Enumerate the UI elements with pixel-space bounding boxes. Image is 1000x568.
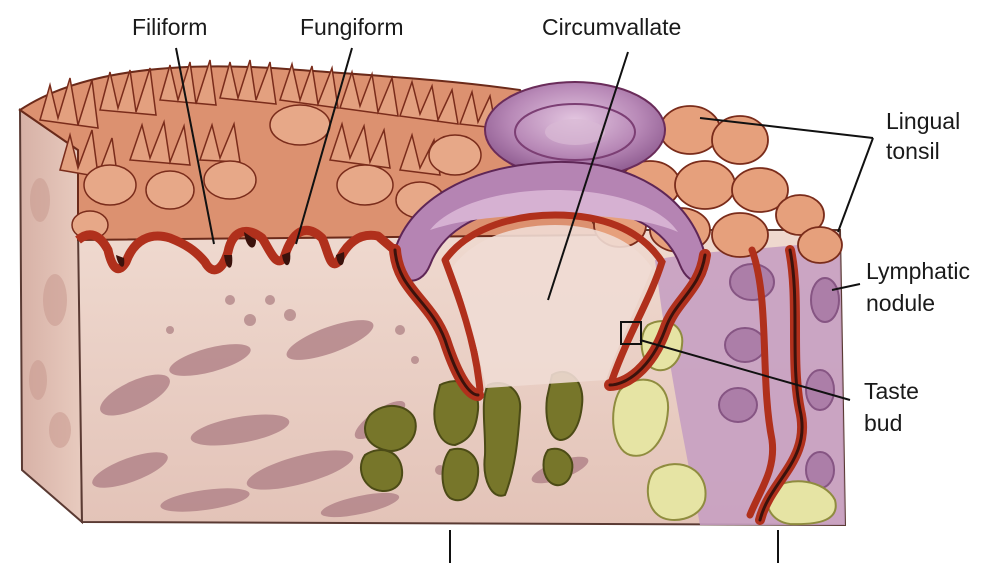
label-lingual-tonsil-line2: tonsil [886, 138, 940, 165]
label-fungiform: Fungiform [300, 14, 404, 41]
label-lymphatic-nodule-line2: nodule [866, 290, 935, 317]
label-lymphatic-nodule-line1: Lymphatic [866, 258, 970, 285]
label-lingual-tonsil-line1: Lingual [886, 108, 960, 135]
lingual-tonsil-leader-b [838, 138, 873, 232]
label-filiform: Filiform [132, 14, 207, 41]
label-taste-bud-line1: Taste [864, 378, 919, 405]
label-circumvallate: Circumvallate [542, 14, 681, 41]
label-taste-bud-line2: bud [864, 410, 902, 437]
